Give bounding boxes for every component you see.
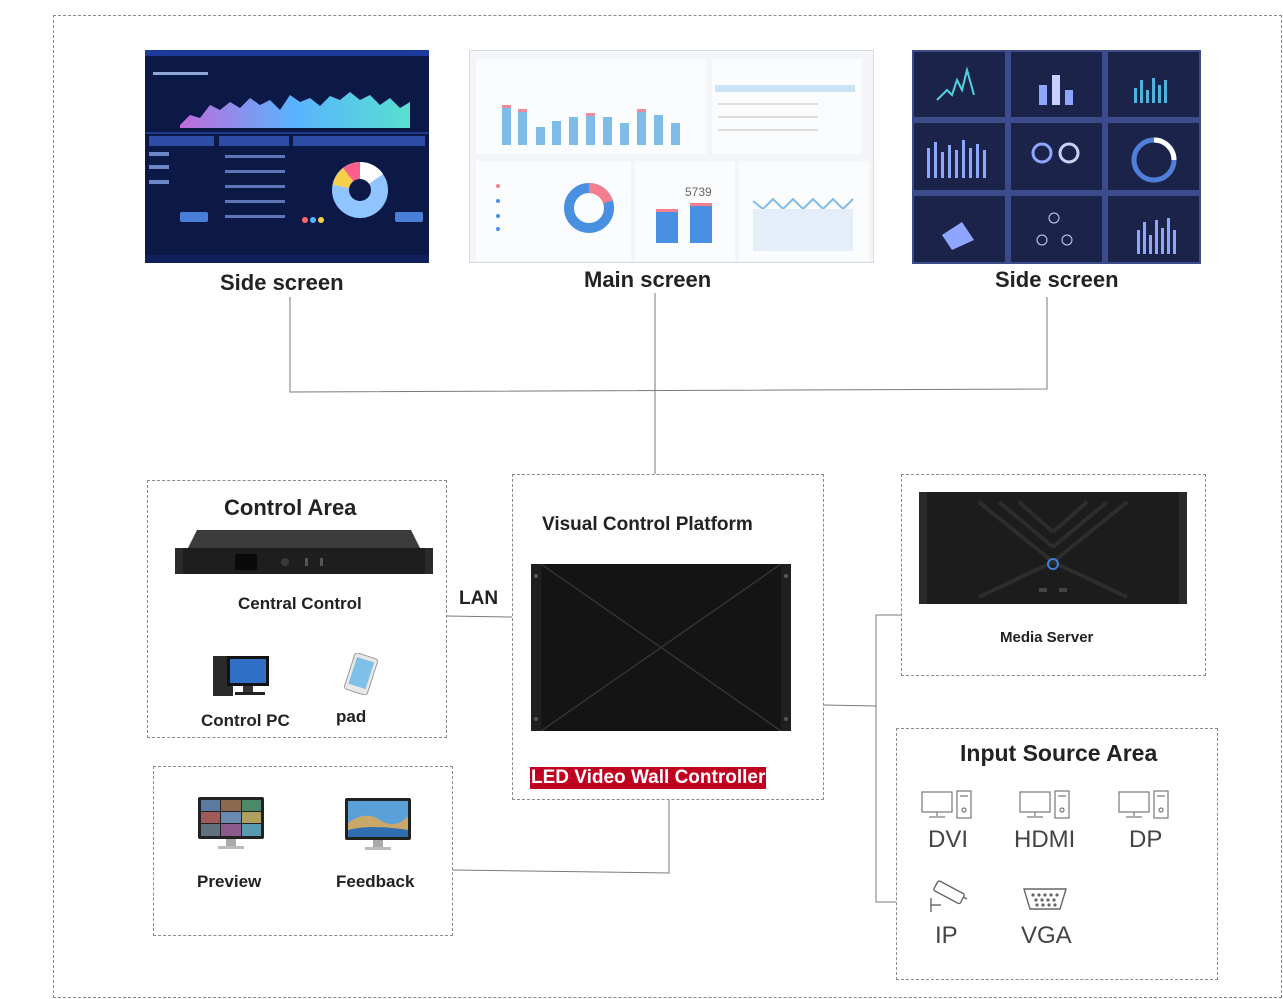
dashboard-left-graphic [145,50,429,263]
right-side-screen-label: Side screen [995,267,1119,292]
lan-label: LAN [459,588,499,609]
dp-label: DP [1129,826,1163,853]
rack-unit-icon [175,530,433,574]
media-server-device [919,492,1187,607]
preview-label: Preview [197,872,262,891]
control-pc-label: Control PC [201,711,290,730]
left-side-screen [145,50,429,263]
outer-frame [53,15,1282,998]
dashboard-main-graphic [470,51,873,262]
led-controller-badge: LED Video Wall Controller [530,767,767,789]
main-screen-value: 5739 [685,185,712,199]
feedback-monitor-icon [345,798,411,852]
ip-camera-icon [927,880,969,914]
visual-control-platform-box [512,474,824,800]
video-wall-controller-device [531,563,791,732]
dvi-pc-icon [921,790,973,820]
feedback-label: Feedback [336,872,415,891]
input-source-area-box [896,728,1218,980]
pad-label: pad [336,707,367,726]
pad-icon [343,652,379,696]
vga-label: VGA [1021,922,1072,949]
dvi-label: DVI [928,826,969,853]
media-server-box [901,474,1206,676]
central-control-device [175,528,433,576]
right-side-screen [912,50,1201,264]
preview-area-box [153,766,453,936]
media-server-label: Media Server [1000,629,1094,646]
visual-control-platform-title: Visual Control Platform [542,514,753,535]
ip-label: IP [935,922,958,949]
main-screen: 5739 [469,50,874,263]
central-control-label: Central Control [238,594,362,613]
left-side-screen-label: Side screen [220,270,344,295]
control-pc-icon [213,654,271,699]
vga-port-icon [1022,886,1068,912]
control-area-title: Control Area [224,495,357,520]
dashboard-right-graphic [912,50,1201,264]
input-source-area-title: Input Source Area [960,740,1158,766]
dp-pc-icon [1118,790,1170,820]
main-screen-label: Main screen [584,267,712,292]
control-area-box [147,480,447,738]
preview-monitor-icon [198,797,264,851]
hdmi-label: HDMI [1014,826,1076,853]
hdmi-pc-icon [1019,790,1071,820]
